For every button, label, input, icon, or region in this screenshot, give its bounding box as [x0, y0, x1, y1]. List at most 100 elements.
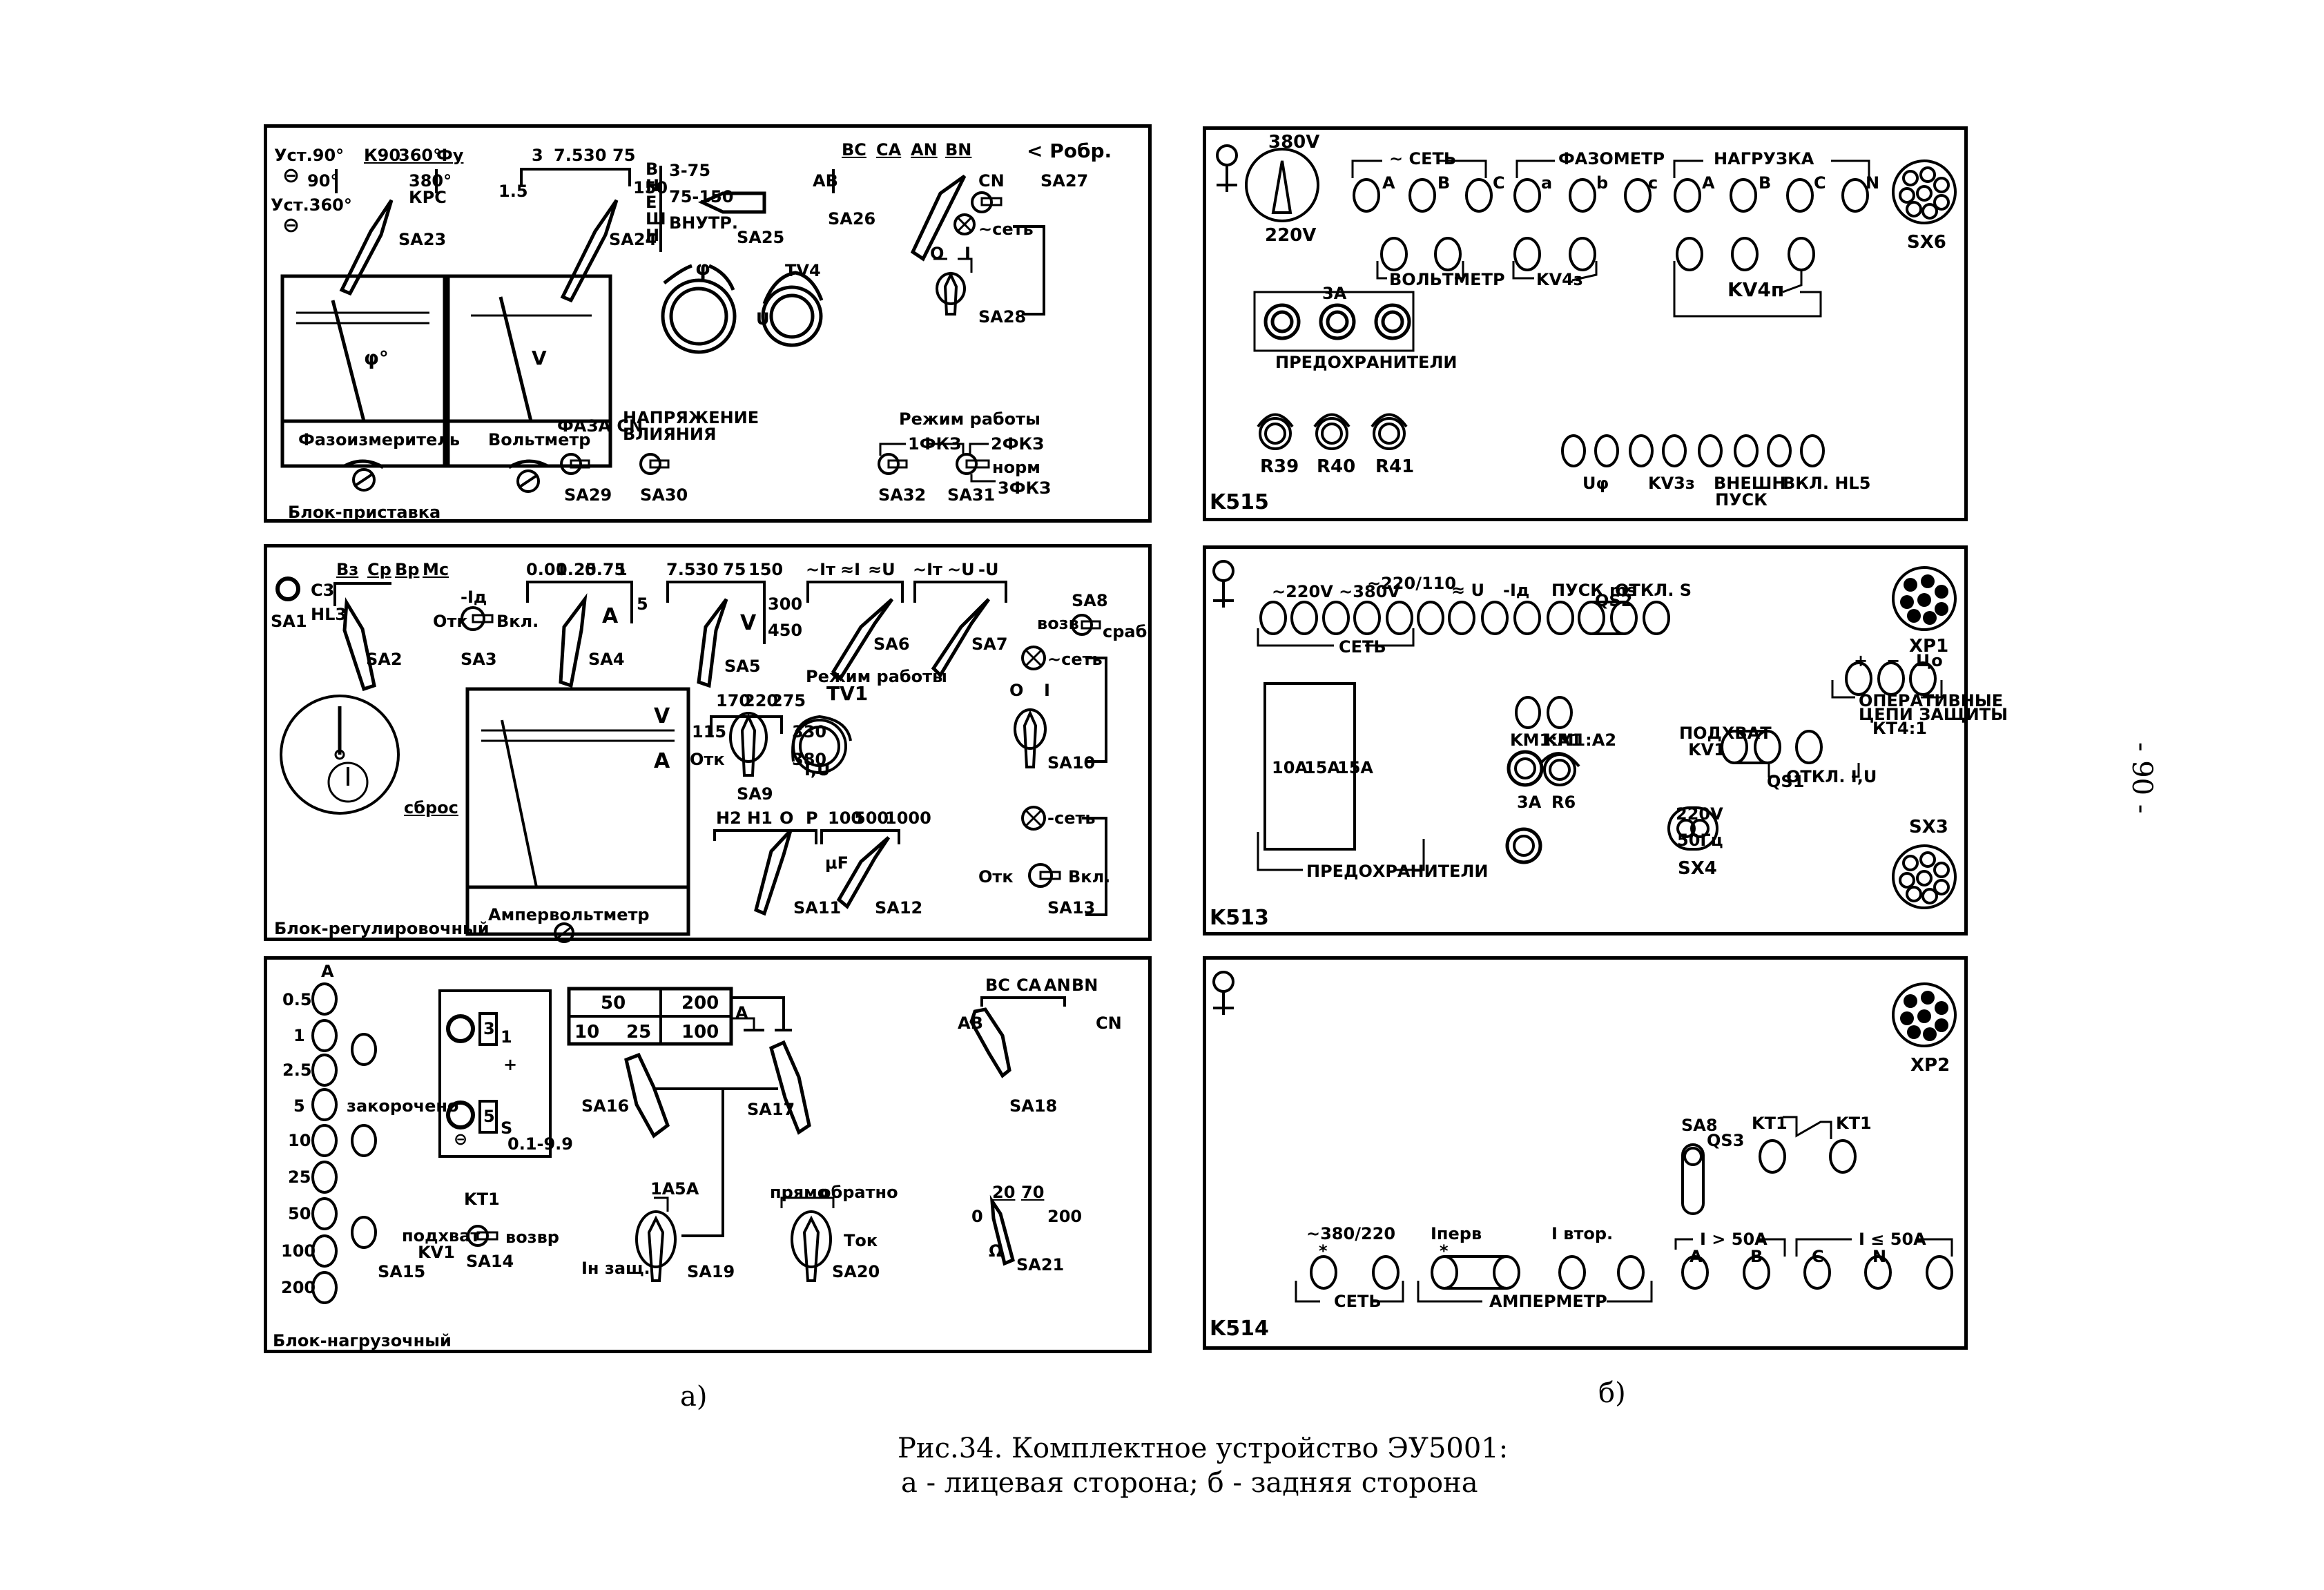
oper-plus: +	[1854, 651, 1868, 670]
voltage-selector	[1245, 148, 1319, 222]
xp2-connector	[1892, 982, 1957, 1047]
mains-star: *	[1319, 1241, 1328, 1261]
volt-meter-needle	[498, 296, 533, 422]
sa8-right: сраб	[1103, 622, 1148, 641]
fuse-15a-2: 15A	[1337, 758, 1373, 777]
timer-box	[438, 989, 552, 1158]
sa26-pos-2: AN	[911, 140, 938, 159]
sa1-button	[275, 576, 300, 601]
sa9-pos-2: 275	[771, 691, 806, 710]
tap-unit: A	[321, 962, 334, 981]
sa23-left: 90°	[307, 171, 339, 191]
sa8-link	[1681, 1143, 1705, 1215]
sx6-connector	[1892, 159, 1957, 224]
sa19-caption: Iн защ.	[581, 1259, 650, 1278]
timer-d2[interactable]: 5	[483, 1107, 495, 1126]
sa13-off: Отк	[978, 867, 1014, 886]
ust90-label: Уст.90°	[274, 146, 345, 165]
sa5-pos-0: 7.5	[666, 560, 696, 579]
set-pin-a: A	[1382, 173, 1395, 193]
sa2-pos-1: Ср	[367, 560, 391, 579]
sa18-pos-0: BC	[985, 976, 1010, 995]
ground-icon	[1212, 560, 1234, 608]
kt1-label: KT1	[464, 1190, 500, 1209]
sa21-right: 200	[1047, 1207, 1083, 1226]
ground-icon	[1216, 144, 1238, 192]
fuse-3a	[1507, 750, 1544, 787]
start-label: ПУСК ms	[1551, 581, 1637, 600]
ust90-button[interactable]: ⊖	[282, 164, 300, 188]
off-iu-label: ОТКЛ. I,U	[1786, 767, 1877, 786]
volt-meter-frame	[446, 274, 612, 468]
km1-a1-jack	[1515, 696, 1541, 729]
sa12-label: SA12	[875, 898, 923, 918]
sa14-right: возвр	[505, 1228, 559, 1247]
sa23-switch	[339, 199, 394, 296]
phase-n: N	[1872, 1247, 1887, 1266]
iprim-label: Iперв	[1431, 1224, 1482, 1243]
ampervoltmeter-frame	[465, 687, 690, 936]
sa29-label: SA29	[564, 485, 612, 505]
panel-regul-drawing	[275, 576, 1107, 943]
sa20-switch	[791, 1210, 832, 1268]
sa5-label: SA5	[724, 657, 761, 676]
tap-7: 100	[281, 1241, 316, 1261]
resistor-r39: R39	[1260, 456, 1299, 477]
sa21-pos-1: 70	[1021, 1183, 1045, 1202]
panel-pristavka-title: Блок-приставка	[288, 503, 441, 522]
lamp-label: ~сеть	[978, 220, 1034, 239]
sa19-pos-0: 1A	[650, 1179, 675, 1199]
bottom-ext-start: ВНЕШН ПУСК	[1714, 474, 1786, 510]
qs3-label: QS3	[1707, 1131, 1745, 1150]
bottom-hl5: ВКЛ. HL5	[1783, 474, 1871, 493]
sa31-opt2: норм	[992, 458, 1040, 477]
sa8-label: SA8	[1681, 1116, 1718, 1135]
fuse-extra	[1505, 827, 1542, 864]
panel-k513-drawing	[1212, 560, 1957, 909]
sa9-pos-1: 220	[744, 691, 779, 710]
sa1-c3: C3	[311, 581, 335, 600]
sa15-label: SA15	[378, 1262, 426, 1281]
sa23-pos-2: Фу	[436, 146, 464, 165]
table-unit: A	[735, 1003, 748, 1022]
sa14-label: SA14	[466, 1252, 514, 1271]
meter-name: Ампервольтметр	[488, 905, 650, 924]
timer-d1s: 1	[501, 1027, 512, 1047]
timer-d1[interactable]: 3	[483, 1019, 495, 1038]
fuse-15a-1: 15A	[1304, 758, 1340, 777]
reset-button[interactable]: сброс	[404, 798, 458, 817]
sa12-pos-2: 1000	[885, 808, 931, 828]
sa24-pos-2: 30	[583, 146, 607, 165]
sx6-label: SX6	[1907, 232, 1946, 253]
sa26-switch	[910, 174, 967, 262]
qs2-label: QS2	[1595, 591, 1633, 610]
panel-k514-drawing	[1212, 971, 1957, 1303]
tv4-label: TV4	[785, 261, 821, 280]
sa9-left1: 115	[692, 722, 727, 741]
sa24-switch	[560, 199, 619, 303]
sa17-switch	[769, 1040, 811, 1135]
load-pin-a: A	[1702, 173, 1715, 193]
sa8-label: SA8	[1072, 591, 1108, 610]
set-pin-c: C	[1493, 173, 1505, 193]
volt-top: 380V	[1268, 132, 1320, 153]
sa24-right: 150	[633, 178, 668, 197]
sa31-opt3: 3ФКЗ	[998, 478, 1052, 498]
sa24-pos-1: 7.5	[554, 146, 583, 165]
sa2-switch	[342, 597, 376, 692]
figure-caption-line2: а - лицевая сторона; б - задняя сторона	[901, 1467, 1478, 1499]
sa7-switch	[931, 598, 991, 679]
sa9-pos-0: 170	[716, 691, 751, 710]
sa3-off: Отк	[433, 612, 468, 631]
ust360-button[interactable]: ⊖	[282, 213, 300, 237]
sa1-label: SA1	[271, 612, 307, 631]
sa11-pos-0: H2	[716, 808, 742, 828]
sa28-on: I	[965, 244, 971, 263]
sa25-switch	[697, 191, 766, 214]
sa13-toggle	[1028, 863, 1053, 888]
fuse-10a: 10A	[1272, 758, 1308, 777]
sa30-caption: НАПРЯЖЕНИЕ ВЛИЯНИЯ	[623, 408, 759, 444]
sa9-label: SA9	[737, 784, 773, 804]
sa25-side: ВНЕШН	[646, 159, 666, 245]
sa5-right1: 300	[768, 594, 803, 614]
